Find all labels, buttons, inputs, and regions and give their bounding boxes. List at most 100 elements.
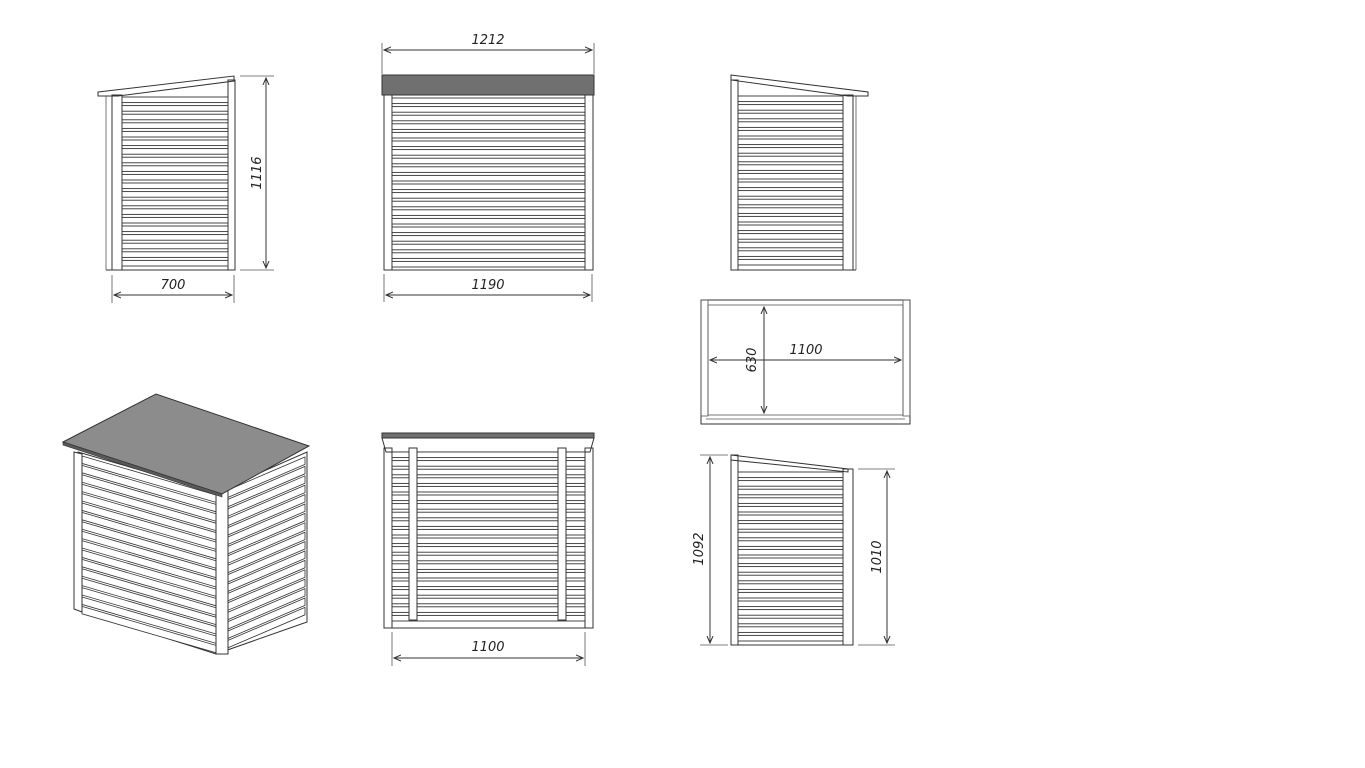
- right-side-slats: [737, 95, 844, 266]
- back-left-batten: [408, 447, 418, 621]
- slat-board: [737, 600, 844, 608]
- slat-board: [391, 528, 586, 536]
- side-right-post: [227, 79, 236, 271]
- slat-board: [737, 557, 844, 565]
- slat-board: [391, 243, 586, 251]
- slat-board: [737, 138, 844, 146]
- section-view: 1092 1010: [692, 454, 895, 646]
- slat-board: [737, 190, 844, 197]
- slat-board: [737, 121, 844, 128]
- slat-board: [391, 123, 586, 130]
- slat-board: [391, 149, 586, 156]
- slat-board: [121, 251, 229, 258]
- slat-board: [391, 451, 586, 459]
- slat-board: [737, 129, 844, 137]
- slat-board: [121, 96, 229, 104]
- slat-board: [737, 574, 844, 582]
- section-left-post: [730, 454, 739, 646]
- back-top-beam: [381, 432, 595, 439]
- slat-board: [737, 548, 844, 556]
- plan-view: 1100 630: [700, 299, 911, 425]
- iso-roof-edge: [62, 441, 223, 498]
- slat-board: [121, 216, 229, 224]
- front-roof-fascia: [381, 74, 595, 96]
- dimension-1212-label: 1212: [471, 33, 504, 48]
- right-side-elevation: [730, 74, 869, 271]
- iso-corner-post: [215, 489, 229, 655]
- slat-board: [737, 198, 844, 206]
- slat-board: [737, 164, 844, 171]
- back-right-post: [584, 447, 594, 629]
- slat-board: [391, 485, 586, 493]
- slat-board: [391, 106, 586, 113]
- dimension-1116: 1116: [240, 75, 274, 271]
- slat-board: [391, 554, 586, 562]
- iso-front-slats: [81, 455, 217, 654]
- slat-board: [391, 200, 586, 208]
- slat-board: [391, 520, 586, 527]
- right-side-roof: [730, 74, 869, 97]
- slat-board: [737, 181, 844, 189]
- slat-board: [121, 156, 229, 164]
- slat-board: [391, 571, 586, 579]
- slat-board: [391, 589, 586, 596]
- slat-board: [391, 563, 586, 570]
- slat-board: [391, 597, 586, 605]
- back-elevation: 1100: [381, 432, 595, 666]
- slat-board: [737, 172, 844, 180]
- slat-board: [737, 147, 844, 154]
- slat-board: [391, 114, 586, 122]
- left-side-elevation: 700 1116: [97, 75, 274, 303]
- slat-board: [391, 183, 586, 191]
- slat-board: [737, 531, 844, 539]
- plan-outer-frame: [700, 299, 911, 425]
- back-slats: [391, 451, 586, 622]
- slat-board: [391, 157, 586, 165]
- slat-board: [121, 130, 229, 138]
- slat-board: [737, 155, 844, 163]
- dimension-1100-plan: 1100: [710, 343, 901, 360]
- slat-board: [391, 511, 586, 519]
- slat-board: [121, 182, 229, 190]
- slat-board: [121, 242, 229, 250]
- slat-board: [737, 250, 844, 257]
- dimension-1100-back-label: 1100: [471, 640, 504, 655]
- slat-board: [737, 591, 844, 599]
- dimension-1092: 1092: [692, 454, 728, 646]
- slat-board: [391, 166, 586, 173]
- slat-board: [391, 209, 586, 216]
- slat-board: [391, 260, 586, 268]
- slat-board: [737, 207, 844, 214]
- slat-board: [121, 148, 229, 155]
- slat-board: [737, 634, 844, 642]
- slat-board: [737, 480, 844, 487]
- section-slats: [737, 471, 844, 642]
- slat-board: [391, 477, 586, 484]
- front-elevation: 1212 1190: [381, 33, 595, 302]
- slat-board: [737, 566, 844, 573]
- slat-board: [121, 259, 229, 267]
- side-left-slats: [121, 96, 229, 267]
- slat-board: [121, 191, 229, 198]
- dimension-1100-back: 1100: [391, 632, 586, 666]
- slat-board: [391, 140, 586, 148]
- isometric-view: [61, 393, 311, 655]
- dimension-1212: 1212: [381, 33, 595, 74]
- dimension-630: 630: [745, 307, 764, 413]
- slat-board: [391, 580, 586, 588]
- slat-board: [737, 497, 844, 504]
- slat-board: [737, 112, 844, 120]
- slat-board: [737, 626, 844, 633]
- slat-board: [391, 226, 586, 234]
- slat-board: [121, 122, 229, 129]
- slat-board: [391, 235, 586, 242]
- front-left-post: [383, 94, 393, 271]
- slat-board: [391, 546, 586, 553]
- slat-board: [391, 503, 586, 510]
- iso-left-post: [73, 451, 83, 613]
- slat-board: [737, 241, 844, 249]
- slat-board: [121, 139, 229, 147]
- slat-board: [121, 113, 229, 121]
- slat-board: [737, 514, 844, 522]
- dimension-1010: 1010: [858, 468, 895, 646]
